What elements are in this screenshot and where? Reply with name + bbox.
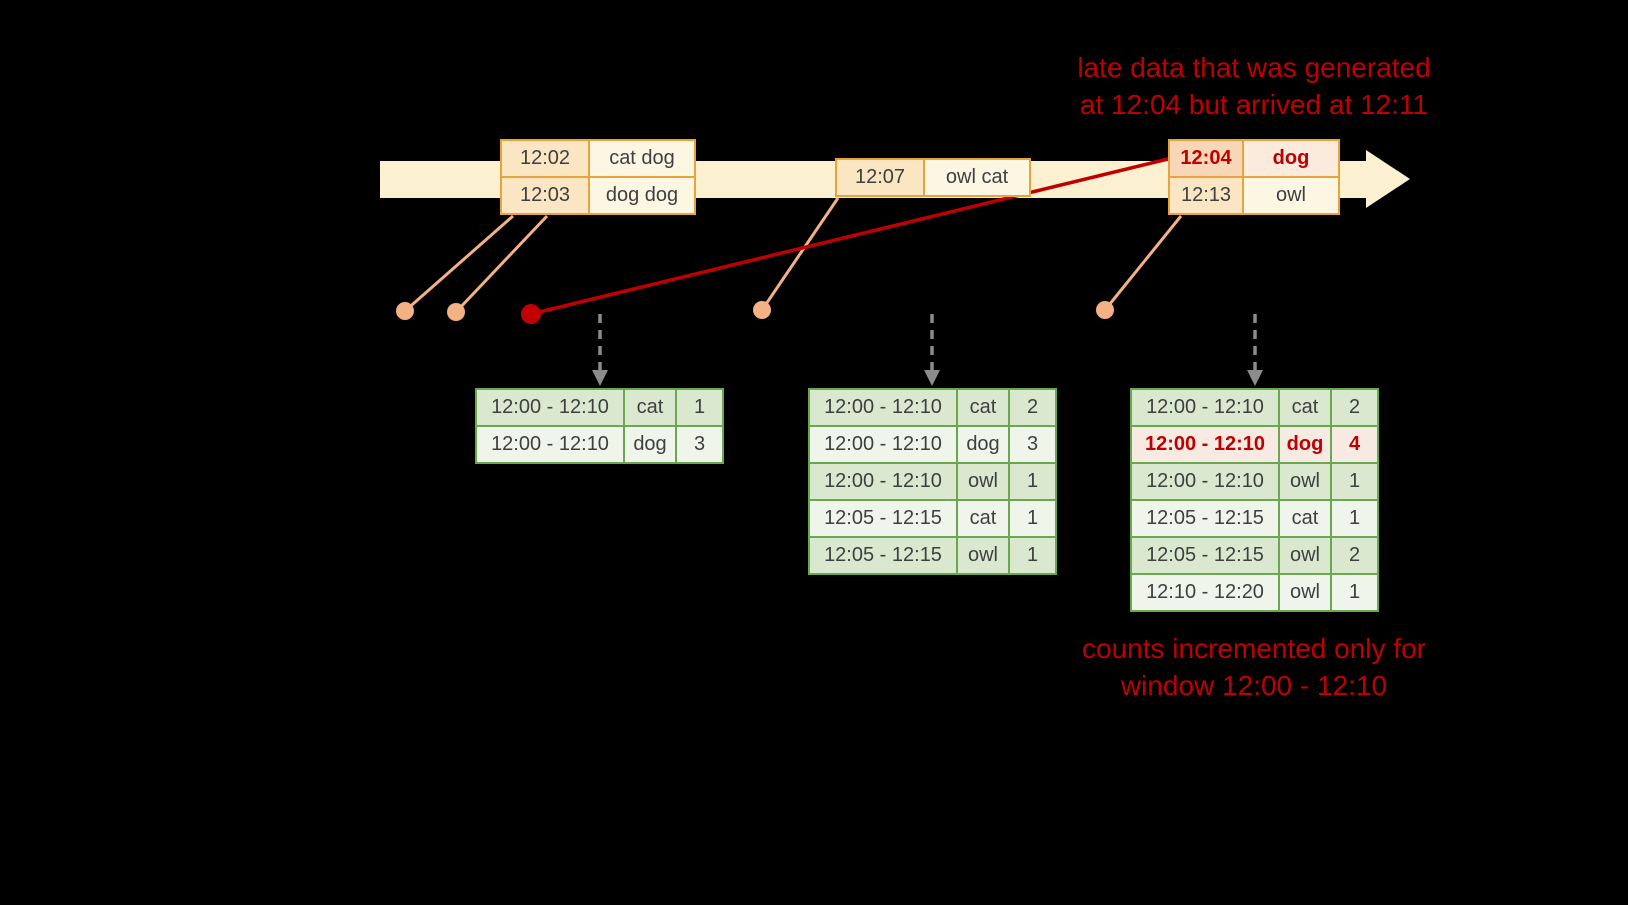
word-cell: cat — [1278, 390, 1330, 425]
window-cell: 12:00 - 12:10 — [1144, 433, 1266, 455]
word-cell: owl — [1278, 464, 1330, 499]
event-time-cell: 12:07 — [837, 160, 923, 195]
word-cell: cat — [623, 390, 675, 425]
late-data-annotation-line1: late data that was generated — [1077, 52, 1431, 83]
event-words-cell: owl cat — [923, 160, 1029, 195]
late-event-dot-1204 — [521, 304, 541, 324]
event-box-1202-1203: 12:02 cat dog 12:03 dog dog — [500, 139, 696, 215]
window-cell: 12:05 - 12:15 — [1146, 544, 1264, 566]
late-event-row: 12:04 dog — [1170, 141, 1338, 176]
trigger-arrow-2 — [924, 314, 940, 386]
count-cell: 1 — [1330, 501, 1377, 536]
event-time-cell: 12:02 — [502, 141, 588, 176]
window-cell: 12:05 - 12:15 — [824, 507, 942, 529]
result-row: 12:00 - 12:10 cat 2 — [1132, 390, 1377, 425]
word-cell: owl — [956, 464, 1008, 499]
window-cell: 12:00 - 12:10 — [491, 433, 609, 455]
event-row: 12:13 owl — [1170, 176, 1338, 213]
result-row: 12:00 - 12:10 cat 2 — [810, 390, 1055, 425]
late-data-annotation: late data that was generated at 12:04 bu… — [1024, 50, 1484, 124]
event-dot-1202 — [396, 302, 414, 320]
word-cell: cat — [956, 501, 1008, 536]
window-cell: 12:00 - 12:10 — [1146, 396, 1264, 418]
result-row: 12:00 - 12:10 dog 3 — [477, 425, 722, 462]
count-cell: 2 — [1330, 538, 1377, 573]
trigger-arrow-1 — [592, 314, 608, 386]
result-row: 12:05 - 12:15 owl 2 — [1132, 536, 1377, 573]
event-dot-1207 — [753, 301, 771, 319]
result-table-3: 12:00 - 12:10 cat 2 12:00 - 12:10 dog 4 … — [1130, 388, 1379, 612]
word-cell: dog — [956, 427, 1008, 462]
result-table-1: 12:00 - 12:10 cat 1 12:00 - 12:10 dog 3 — [475, 388, 724, 464]
result-row-late-updated: 12:00 - 12:10 dog 4 — [1132, 425, 1377, 462]
event-time-cell: 12:04 — [1170, 141, 1242, 176]
counts-annotation-line1: counts incremented only for — [1082, 633, 1426, 664]
event-time-cell: 12:03 — [502, 178, 588, 213]
trigger-arrow-3 — [1247, 314, 1263, 386]
window-cell: 12:05 - 12:15 — [1146, 507, 1264, 529]
window-cell: 12:00 - 12:10 — [491, 396, 609, 418]
connector-line-1203 — [454, 214, 549, 314]
connector-line-1213 — [1103, 215, 1183, 311]
count-cell: 1 — [1330, 464, 1377, 499]
count-cell: 1 — [1008, 501, 1055, 536]
event-words-cell: dog — [1242, 141, 1338, 176]
result-row: 12:00 - 12:10 dog 3 — [810, 425, 1055, 462]
window-cell: 12:00 - 12:10 — [824, 470, 942, 492]
result-row: 12:00 - 12:10 cat 1 — [477, 390, 722, 425]
count-cell: 2 — [1008, 390, 1055, 425]
late-data-annotation-line2: at 12:04 but arrived at 12:11 — [1079, 88, 1429, 120]
window-cell: 12:05 - 12:15 — [824, 544, 942, 566]
count-cell: 1 — [1330, 575, 1377, 610]
count-cell: 1 — [1008, 464, 1055, 499]
event-words-cell: cat dog — [588, 141, 694, 176]
event-time-cell: 12:13 — [1170, 178, 1242, 213]
result-row: 12:10 - 12:20 owl 1 — [1132, 573, 1377, 610]
word-cell: owl — [1278, 575, 1330, 610]
event-box-1207: 12:07 owl cat — [835, 158, 1031, 197]
word-cell: cat — [1278, 501, 1330, 536]
event-dot-1213 — [1096, 301, 1114, 319]
event-row: 12:02 cat dog — [502, 141, 694, 176]
window-cell: 12:00 - 12:10 — [1146, 470, 1264, 492]
window-cell: 12:00 - 12:10 — [824, 433, 942, 455]
event-row: 12:03 dog dog — [502, 176, 694, 213]
timeline-arrowhead-icon — [1366, 150, 1410, 208]
result-table-2: 12:00 - 12:10 cat 2 12:00 - 12:10 dog 3 … — [808, 388, 1057, 575]
event-box-1204-1213: 12:04 dog 12:13 owl — [1168, 139, 1340, 215]
event-row: 12:07 owl cat — [837, 160, 1029, 195]
word-cell: dog — [1278, 427, 1330, 462]
connector-line-1202 — [404, 214, 514, 313]
count-cell: 1 — [675, 390, 722, 425]
word-cell: dog — [623, 427, 675, 462]
result-row: 12:05 - 12:15 cat 1 — [1132, 499, 1377, 536]
count-cell: 2 — [1330, 390, 1377, 425]
word-cell: owl — [1278, 538, 1330, 573]
counts-incremented-annotation: counts incremented only for window 12:00… — [1024, 631, 1484, 705]
window-cell: 12:10 - 12:20 — [1146, 581, 1264, 603]
result-row: 12:00 - 12:10 owl 1 — [1132, 462, 1377, 499]
window-cell: 12:00 - 12:10 — [824, 396, 942, 418]
event-words-cell: dog dog — [588, 178, 694, 213]
count-cell: 1 — [1008, 538, 1055, 573]
event-words-cell: owl — [1242, 178, 1338, 213]
result-row: 12:05 - 12:15 cat 1 — [810, 499, 1055, 536]
word-cell: owl — [956, 538, 1008, 573]
count-cell: 4 — [1330, 427, 1377, 462]
count-cell: 3 — [1008, 427, 1055, 462]
connector-line-1207 — [760, 197, 840, 311]
count-cell: 3 — [675, 427, 722, 462]
word-cell: cat — [956, 390, 1008, 425]
event-dot-1203 — [447, 303, 465, 321]
counts-annotation-line2: window 12:00 - 12:10 — [1120, 669, 1388, 701]
result-row: 12:05 - 12:15 owl 1 — [810, 536, 1055, 573]
result-row: 12:00 - 12:10 owl 1 — [810, 462, 1055, 499]
